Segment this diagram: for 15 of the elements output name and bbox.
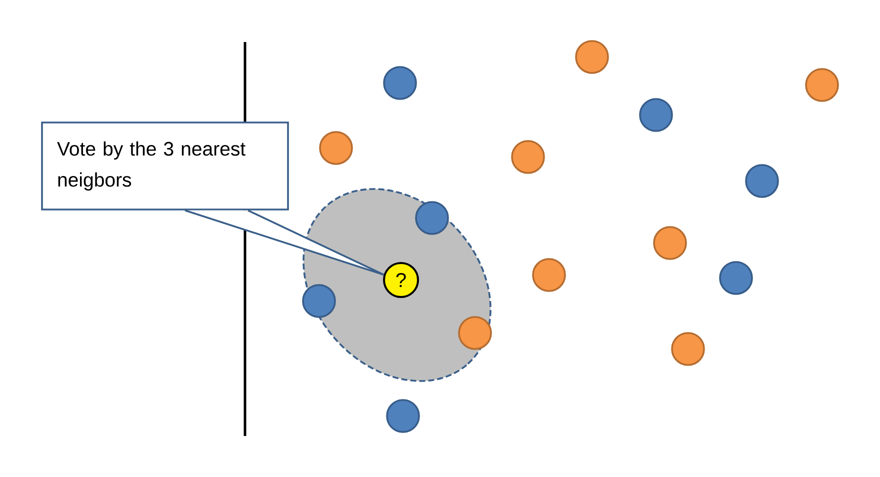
data-point [511, 140, 545, 174]
data-point [805, 68, 839, 102]
data-point [386, 399, 420, 433]
data-point [383, 66, 417, 100]
data-point [319, 131, 353, 165]
data-point [639, 98, 673, 132]
data-point [671, 332, 705, 366]
data-point [532, 258, 566, 292]
data-point [575, 40, 609, 74]
query-point: ? [383, 262, 419, 298]
data-point [745, 164, 779, 198]
callout-tail [184, 210, 384, 276]
data-point [719, 261, 753, 295]
callout-box: Vote by the 3 nearest neigbors [41, 122, 289, 210]
data-point [653, 226, 687, 260]
